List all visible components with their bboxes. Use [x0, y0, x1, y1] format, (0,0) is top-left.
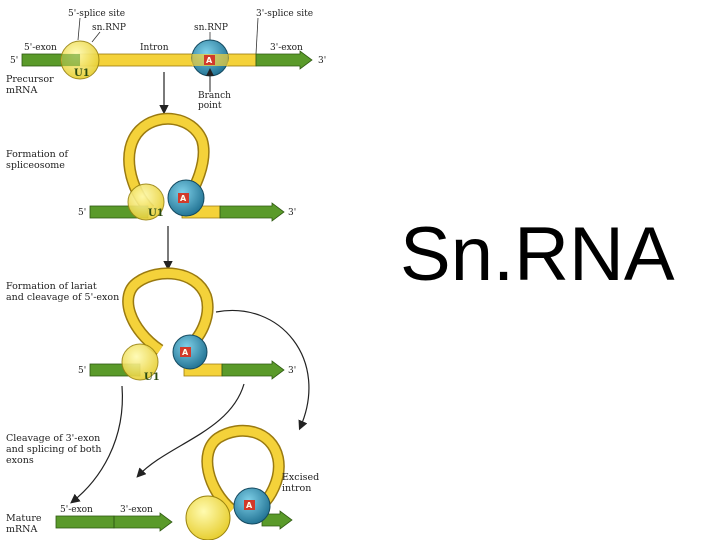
pointer-five-splice	[77, 17, 81, 41]
branch-a-3: A	[182, 348, 189, 357]
free-u1-snrnp	[185, 495, 231, 540]
label-five-exon: 5'-exon	[24, 43, 57, 53]
label-formation-lariat-2: and cleavage of 5'-exon	[6, 292, 119, 303]
u1-snrnp-2	[127, 183, 165, 221]
exon-three-arrow	[255, 50, 313, 70]
label-precursor-1: Precursor	[6, 74, 54, 85]
label-five-prime-2: 5'	[78, 208, 86, 218]
exon-five-under-u1	[62, 54, 80, 66]
stage-precursor: 5'-exon 5'-splice site sn.RNP sn.RNP Int…	[6, 9, 326, 115]
stage-products: Cleavage of 3'-exon and splicing of both…	[6, 424, 319, 540]
pointer-snrnp-left	[91, 31, 101, 43]
label-three-prime-1: 3'	[318, 56, 326, 66]
branch-point-mark-4	[244, 500, 255, 510]
mature-exon-three-arrow	[113, 512, 173, 532]
branch-point-mark-3	[180, 347, 191, 357]
label-cleavage-3: exons	[6, 455, 34, 466]
label-branch-1: Branch	[198, 91, 231, 101]
label-cleavage-1: Cleavage of 3'-exon	[6, 433, 100, 444]
label-three-splice-site: 3'-splice site	[256, 9, 313, 19]
page-title: Sn.RNA	[400, 212, 675, 297]
label-branch-2: point	[198, 101, 222, 111]
u1-snrnp-3	[121, 343, 159, 381]
mature-exon-five	[55, 515, 115, 529]
exon-three-arrow-2	[219, 202, 285, 222]
label-three-prime-2: 3'	[288, 208, 296, 218]
label-intron: Intron	[140, 43, 169, 53]
label-excised-2: intron	[282, 483, 311, 494]
label-three-prime-3: 3'	[288, 366, 296, 376]
label-three-exon: 3'-exon	[270, 43, 303, 53]
label-precursor-2: mRNA	[6, 85, 37, 96]
exon-three-arrow-3	[221, 360, 285, 380]
label-five-prime-1: 5'	[10, 56, 18, 66]
stage-spliceosome: Formation of spliceosome A U1 5' 3'	[6, 112, 296, 271]
label-formation-spliceosome-2: spliceosome	[6, 160, 65, 171]
excised-lariat-tail	[261, 510, 293, 530]
intron-bar	[79, 53, 257, 67]
arrow-to-mature	[70, 385, 123, 504]
label-snrnp-right: sn.RNP	[194, 23, 228, 33]
label-mature-three-exon: 3'-exon	[120, 505, 153, 515]
label-u1-1: U1	[74, 68, 90, 79]
label-excised-1: Excised	[282, 472, 319, 483]
branch-a-2: A	[180, 194, 187, 203]
branch-a-1: A	[206, 56, 213, 65]
label-mature-1: Mature	[6, 513, 42, 524]
stage-lariat: Formation of lariat and cleavage of 5'-e…	[6, 267, 310, 504]
branch-a-4: A	[246, 501, 253, 510]
label-mature-five-exon: 5'-exon	[60, 505, 93, 515]
label-five-prime-3: 5'	[78, 366, 86, 376]
pointer-three-splice	[255, 17, 259, 55]
label-snrnp-left: sn.RNP	[92, 23, 126, 33]
label-u1-3: U1	[144, 372, 160, 383]
label-mature-2: mRNA	[6, 524, 37, 535]
label-formation-lariat-1: Formation of lariat	[6, 281, 97, 292]
label-five-splice-site: 5'-splice site	[68, 9, 125, 19]
branch-point-mark-2	[178, 193, 189, 203]
arrow-to-excised	[215, 309, 310, 431]
label-formation-spliceosome-1: Formation of	[6, 149, 69, 160]
arrow-to-lariat	[136, 383, 245, 478]
label-u1-2: U1	[148, 208, 164, 219]
label-cleavage-2: and splicing of both	[6, 444, 102, 455]
branch-point-mark	[204, 55, 215, 65]
